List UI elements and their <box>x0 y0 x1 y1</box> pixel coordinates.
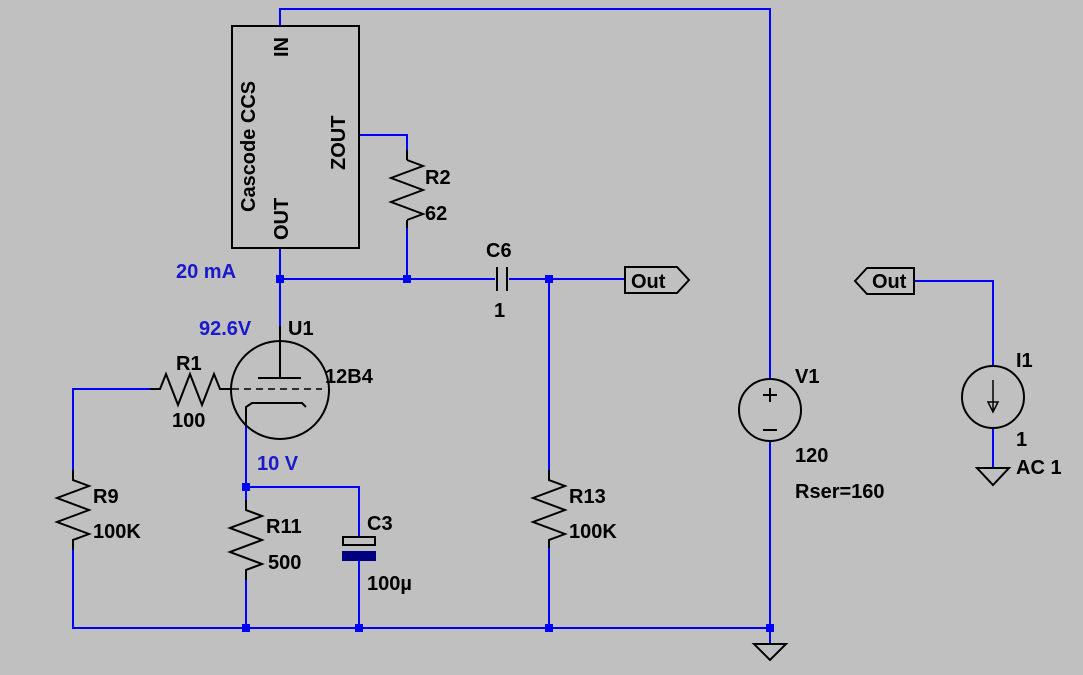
v1-value: 120 <box>795 445 828 467</box>
capacitor-c3[interactable]: C3 100µ <box>342 513 412 595</box>
out-label-i1-text: Out <box>872 271 907 293</box>
r9-ref: R9 <box>93 486 119 508</box>
r1-value: 100 <box>172 410 205 432</box>
r1-ref: R1 <box>176 353 202 375</box>
resistor-r13[interactable]: R13 100K <box>530 470 617 548</box>
triode-u1[interactable]: U1 12B4 <box>230 318 374 440</box>
v1-rser: Rser=160 <box>795 481 885 503</box>
net-label-out-i1[interactable]: Out <box>853 267 915 295</box>
c6-value: 1 <box>494 300 505 322</box>
i1-ac: AC 1 <box>1016 457 1062 479</box>
r13-ref: R13 <box>569 486 606 508</box>
wires <box>72 8 994 645</box>
r9-value: 100K <box>93 521 141 543</box>
ground-icon <box>751 643 789 662</box>
r2-ref: R2 <box>425 167 451 189</box>
u1-ref: U1 <box>288 318 314 340</box>
c6-ref: C6 <box>486 240 512 262</box>
net-label-out[interactable]: Out <box>624 266 691 294</box>
u1-model: 12B4 <box>325 366 374 388</box>
ccs-pin-in: IN <box>271 37 293 57</box>
r11-value: 500 <box>268 552 301 574</box>
annotation-plate-voltage: 92.6V <box>199 318 252 340</box>
resistor-r11[interactable]: R11 500 <box>227 500 302 580</box>
r11-ref: R11 <box>266 516 302 538</box>
annotation-current: 20 mA <box>176 261 236 283</box>
r2-value: 62 <box>425 203 447 225</box>
resistor-r9[interactable]: R9 100K <box>54 470 141 550</box>
c3-value: 100µ <box>367 573 412 595</box>
i1-value: 1 <box>1016 429 1027 451</box>
i1-ref: I1 <box>1016 350 1033 372</box>
ccs-name: Cascode CCS <box>238 81 260 212</box>
current-source-i1[interactable]: I1 1 AC 1 <box>961 350 1062 479</box>
resistor-r1[interactable]: R1 100 <box>150 353 232 432</box>
cascode-ccs-block[interactable]: Cascode CCS IN OUT ZOUT <box>231 25 360 249</box>
capacitor-c6[interactable]: C6 1 <box>486 240 512 322</box>
voltage-source-v1[interactable]: V1 120 Rser=160 <box>738 366 885 503</box>
c3-ref: C3 <box>367 513 393 535</box>
junctions <box>242 275 774 632</box>
ccs-pin-out: OUT <box>271 198 293 240</box>
ccs-pin-zout: ZOUT <box>328 116 350 170</box>
v1-ref: V1 <box>795 366 819 388</box>
ground-icon <box>974 467 1012 487</box>
annotation-cathode-voltage: 10 V <box>257 453 299 475</box>
out-label-text: Out <box>631 271 666 293</box>
resistor-r2[interactable]: R2 62 <box>388 150 451 228</box>
r13-value: 100K <box>569 521 617 543</box>
